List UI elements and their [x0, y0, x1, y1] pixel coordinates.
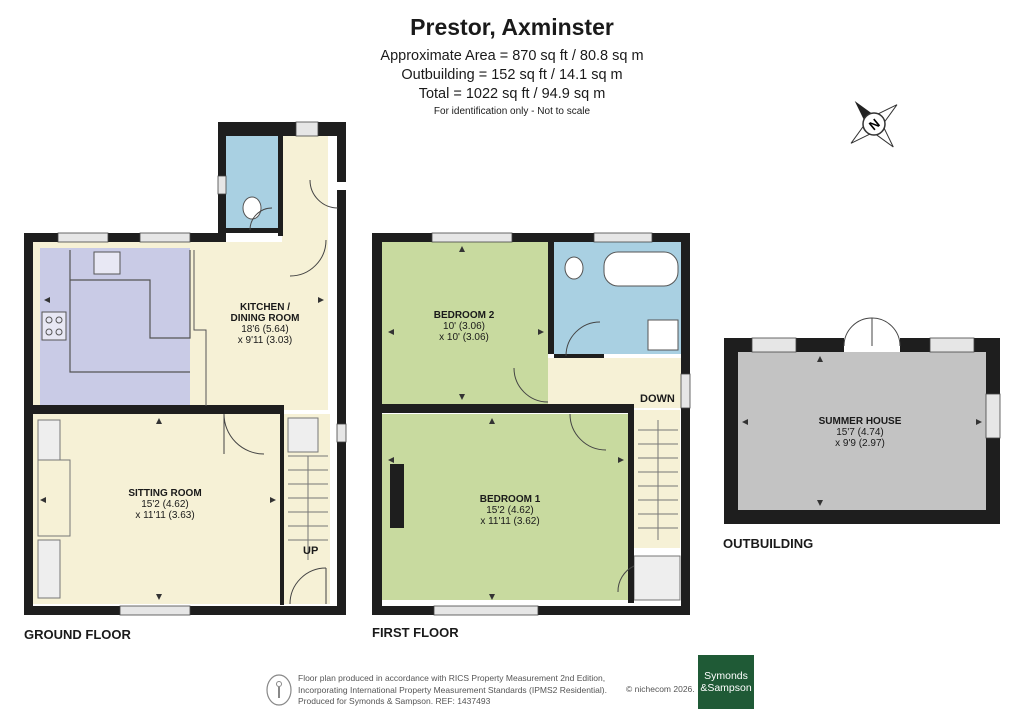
sitting-room — [32, 414, 280, 604]
ground-floor-label: GROUND FLOOR — [24, 627, 131, 642]
summer-house-label: SUMMER HOUSE 15'7 (4.74) x 9'9 (2.97) — [800, 416, 920, 449]
bathroom-toilet-icon — [564, 256, 584, 280]
outbuilding-label: OUTBUILDING — [723, 536, 814, 551]
toilet-icon — [242, 196, 262, 220]
bedroom-2-label: BEDROOM 2 10' (3.06) x 10' (3.06) — [404, 310, 524, 343]
sitting-room-dim1: 15'2 (4.62) — [141, 499, 189, 510]
footer-line-3: Produced for Symonds & Sampson. REF: 143… — [298, 696, 491, 706]
shower-icon — [647, 319, 679, 351]
summer-house-dim1: 15'7 (4.74) — [836, 427, 884, 438]
outbuilding-area: Outbuilding = 152 sq ft / 14.1 sq m — [401, 67, 623, 83]
logo-line2: &Sampson — [700, 682, 752, 694]
bedroom-1-dim2: x 11'11 (3.62) — [480, 516, 540, 527]
sitting-room-name: SITTING ROOM — [128, 488, 202, 499]
stairs-up-label: UP — [303, 545, 319, 557]
sitting-room-dim2: x 11'11 (3.63) — [135, 510, 195, 521]
bedroom-2 — [382, 242, 548, 404]
summer-house — [738, 352, 988, 512]
first-floor-stairs — [634, 410, 680, 548]
identification-note: For identification only - Not to scale — [433, 106, 591, 117]
kitchen-dim2: x 9'11 (3.03) — [237, 335, 293, 346]
footer-notes: Floor plan produced in accordance with R… — [298, 673, 607, 708]
sitting-room-label: SITTING ROOM 15'2 (4.62) x 11'11 (3.63) — [100, 488, 230, 521]
sink-icon — [93, 251, 121, 275]
bedroom-1-name: BEDROOM 1 — [479, 494, 541, 505]
kitchen-name-line2: DINING ROOM — [230, 313, 300, 324]
agent-logo: Symonds &Sampson — [698, 655, 754, 709]
bath-icon — [603, 251, 679, 287]
bedroom-1-dim1: 15'2 (4.62) — [486, 505, 534, 516]
bedroom-1-label: BEDROOM 1 15'2 (4.62) x 11'11 (3.62) — [450, 494, 570, 527]
stairs-down-label: DOWN — [640, 393, 675, 405]
kitchen-dim1: 18'6 (5.64) — [241, 324, 289, 335]
footer-line-1: Floor plan produced in accordance with R… — [298, 673, 606, 683]
summer-house-name: SUMMER HOUSE — [818, 416, 902, 427]
approximate-area: Approximate Area = 870 sq ft / 80.8 sq m — [380, 48, 644, 64]
footer-line-2: Incorporating International Property Mea… — [298, 684, 607, 695]
bedroom-2-dim2: x 10' (3.06) — [439, 332, 489, 343]
porch — [282, 136, 328, 244]
kitchen-name-line1: KITCHEN / — [240, 302, 290, 313]
kitchen-label: KITCHEN / DINING ROOM 18'6 (5.64) x 9'11… — [200, 302, 330, 346]
logo-line1: Symonds — [704, 670, 748, 682]
plan-title: Prestor, Axminster — [410, 14, 614, 40]
compass-rose-icon: N — [850, 101, 898, 148]
hob-icon — [41, 311, 67, 341]
bedroom-2-name: BEDROOM 2 — [433, 310, 495, 321]
landing — [548, 358, 682, 408]
summer-house-dim2: x 9'9 (2.97) — [835, 438, 885, 449]
cupboard — [633, 555, 681, 601]
rics-badge-icon — [266, 674, 292, 706]
copyright: © nichecom 2026. — [626, 684, 695, 694]
bedroom-2-dim1: 10' (3.06) — [443, 321, 485, 332]
total-area: Total = 1022 sq ft / 94.9 sq m — [418, 86, 606, 102]
first-floor-label: FIRST FLOOR — [372, 625, 459, 640]
